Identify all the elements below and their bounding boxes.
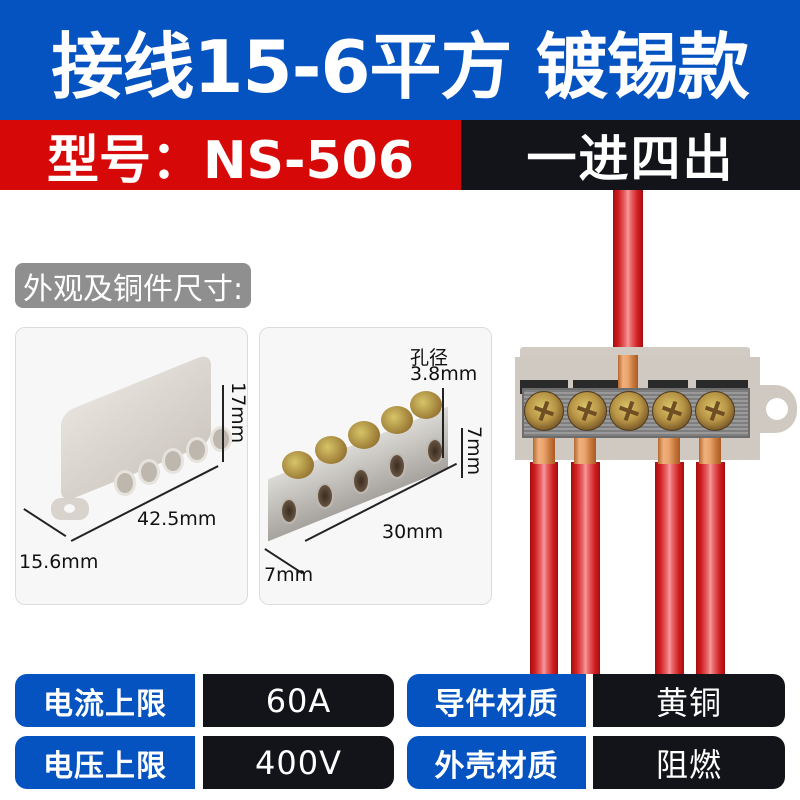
enclosure-tab-icon bbox=[51, 498, 89, 520]
enclosure-hole bbox=[162, 448, 184, 474]
spec-label-conductor-material: 导件材质 bbox=[407, 674, 586, 727]
hole-pointer-line bbox=[442, 388, 444, 458]
enclosure-hole bbox=[114, 470, 136, 496]
spec-value-conductor-material: 黄铜 bbox=[593, 674, 785, 727]
screw-icon bbox=[315, 436, 347, 464]
bar-hole bbox=[280, 498, 298, 524]
spec-label-voltage: 电压上限 bbox=[15, 736, 195, 789]
input-wire bbox=[613, 190, 643, 355]
output-wire-1 bbox=[530, 462, 558, 674]
copper-bar-dimension-card: 孔径 3.8mm 7mm 30mm 7mm bbox=[259, 327, 492, 605]
enclosure-height-label: 17mm bbox=[227, 382, 248, 444]
bar-hole bbox=[352, 468, 370, 494]
screw-icon bbox=[609, 391, 649, 431]
spec-label-current: 电流上限 bbox=[15, 674, 195, 727]
enclosure-hole bbox=[186, 437, 208, 463]
screw-icon bbox=[381, 406, 413, 434]
output-copper-2 bbox=[574, 438, 596, 464]
enclosure-hole bbox=[210, 426, 232, 452]
product-title: 接线15-6平方 镀锡款 bbox=[0, 0, 800, 120]
spec-value-shell-material: 阻燃 bbox=[593, 736, 785, 789]
enclosure-dimension-card: 17mm 42.5mm 15.6mm bbox=[15, 327, 248, 605]
height-dimension-line bbox=[222, 385, 224, 462]
bar-hole bbox=[316, 483, 334, 509]
spec-value-current: 60A bbox=[203, 674, 394, 727]
screw-icon bbox=[348, 421, 380, 449]
output-copper-4 bbox=[699, 438, 721, 464]
screw-icon bbox=[567, 391, 607, 431]
spec-value-voltage: 400V bbox=[203, 736, 394, 789]
screw-icon bbox=[524, 391, 564, 431]
output-wire-2 bbox=[571, 462, 600, 674]
output-wire-3 bbox=[655, 462, 684, 674]
hole-diameter-label: 3.8mm bbox=[410, 363, 478, 385]
output-wire-4 bbox=[696, 462, 725, 674]
screw-icon bbox=[410, 391, 442, 419]
spec-label-shell-material: 外壳材质 bbox=[407, 736, 586, 789]
input-wire-copper bbox=[618, 355, 638, 390]
screw-icon bbox=[652, 391, 692, 431]
bar-length-label: 30mm bbox=[382, 521, 444, 543]
mounting-tab-icon bbox=[752, 385, 797, 433]
bar-width-label: 7mm bbox=[264, 564, 314, 586]
hole-diameter-caption: 孔径 bbox=[410, 347, 449, 369]
bar-height-line bbox=[461, 428, 463, 478]
dimensions-section-label: 外观及铜件尺寸: bbox=[15, 263, 252, 308]
enclosure-width-label: 15.6mm bbox=[19, 551, 99, 573]
bar-hole bbox=[388, 453, 406, 479]
enclosure-length-label: 42.5mm bbox=[137, 508, 217, 530]
enclosure-hole bbox=[138, 459, 160, 485]
output-copper-3 bbox=[658, 438, 680, 464]
model-number: 型号：NS-506 bbox=[0, 120, 461, 191]
output-copper-1 bbox=[533, 438, 555, 464]
screw-icon bbox=[282, 451, 314, 479]
bar-height-label: 7mm bbox=[463, 426, 485, 476]
screw-icon bbox=[695, 391, 735, 431]
configuration-badge: 一进四出 bbox=[461, 120, 800, 190]
